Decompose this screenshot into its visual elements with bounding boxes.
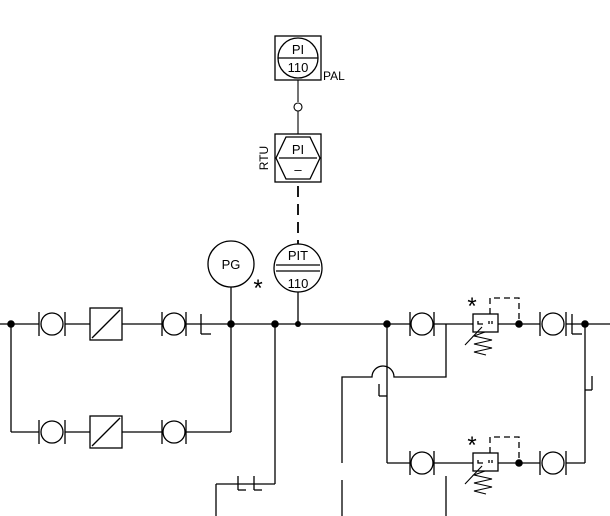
rtu-hexagon	[275, 136, 321, 180]
pi-110-instrument[interactable]: PI 110 PAL	[274, 35, 345, 83]
valve-upper-2[interactable]	[161, 312, 187, 336]
crossover-blind-mark	[378, 384, 387, 397]
valve-right-upper-1[interactable]	[409, 312, 435, 336]
pit-110-tag: PIT	[288, 248, 308, 263]
filter-lower[interactable]	[89, 415, 123, 449]
crossover-pipe	[341, 324, 447, 463]
valve-upper-1[interactable]	[38, 312, 66, 336]
drain-blind-marks	[237, 476, 262, 491]
pit-110-number: 110	[288, 276, 309, 291]
rtu-pi-instrument[interactable]: PI – RTU	[257, 133, 322, 183]
rtu-frame	[274, 133, 322, 183]
regulator-lower-pilot	[489, 436, 520, 463]
valve-lower-1[interactable]	[38, 420, 66, 444]
junction-dot	[295, 321, 301, 327]
pi-110-alarm-label: PAL	[323, 69, 345, 83]
regulator-upper-pilot	[489, 297, 520, 324]
valve-right-lower-2[interactable]	[539, 451, 567, 475]
valve-lower-2[interactable]	[161, 420, 187, 444]
rtu-label: RTU	[257, 146, 271, 170]
regulator-upper[interactable]	[464, 313, 499, 356]
regulator-upper-star: *	[467, 293, 476, 320]
pg-note-star: *	[253, 275, 262, 302]
pi-110-number: 110	[288, 60, 309, 75]
rtu-number: –	[294, 162, 302, 177]
blind-flange-right-upper	[571, 314, 582, 335]
software-link-node	[293, 102, 303, 112]
blind-flange-upper	[200, 314, 211, 335]
regulator-lower[interactable]	[464, 452, 499, 495]
filter-upper[interactable]	[89, 307, 123, 341]
regulator-lower-star: *	[467, 432, 476, 459]
valve-right-upper-2[interactable]	[539, 312, 567, 336]
blind-mark-right-loop	[585, 376, 593, 391]
pg-gauge[interactable]: PG	[207, 240, 255, 288]
pit-110-transmitter[interactable]: PIT 110	[273, 243, 323, 293]
rtu-tag: PI	[292, 142, 304, 157]
pi-110-tag: PI	[292, 42, 304, 57]
valve-right-lower-1[interactable]	[409, 451, 435, 475]
pg-tag: PG	[222, 257, 241, 272]
